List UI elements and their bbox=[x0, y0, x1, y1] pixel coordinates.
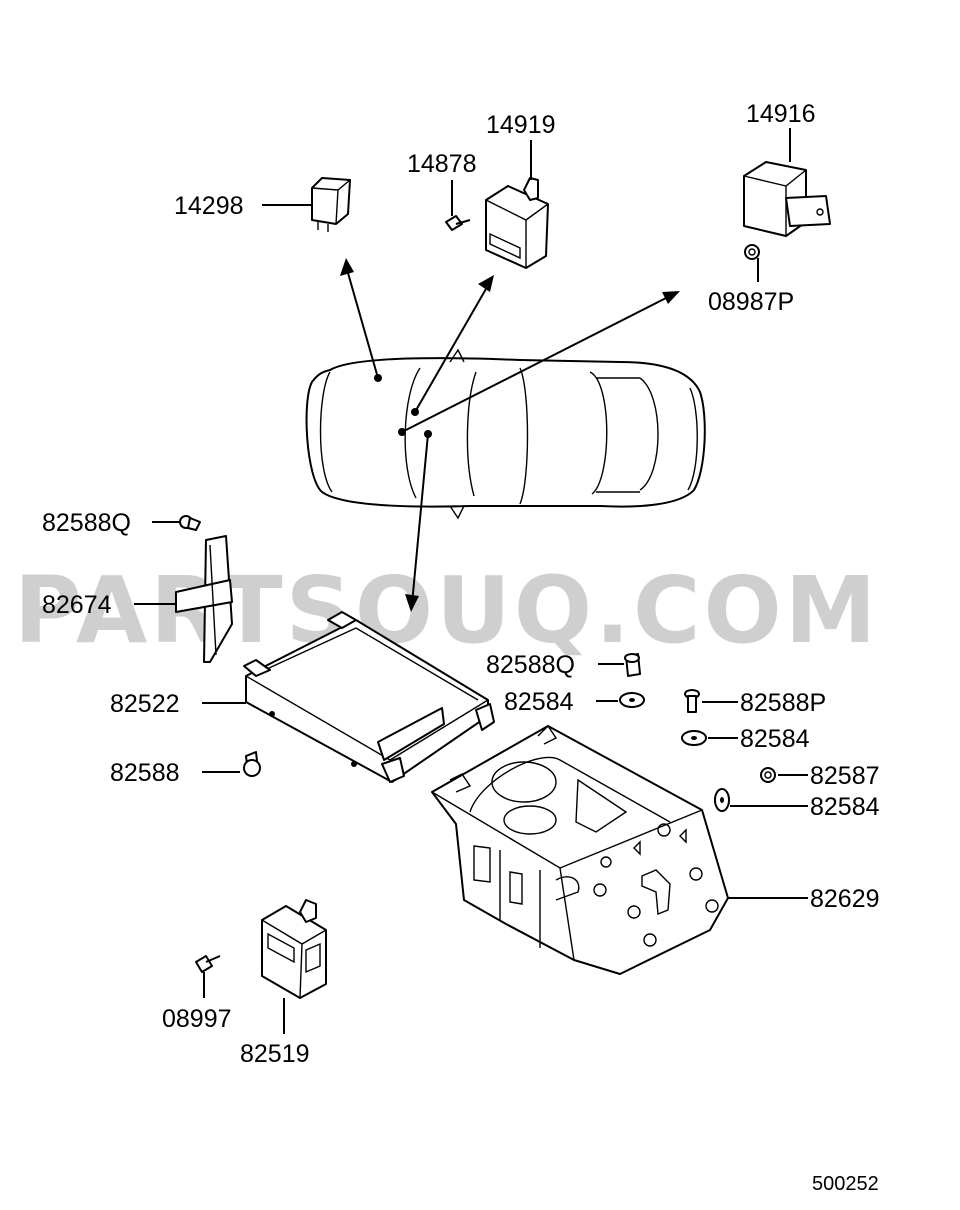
watermark: PARTSOUQ.COM bbox=[14, 557, 879, 664]
part-label-82522: 82522 bbox=[110, 690, 180, 718]
nut-08987P bbox=[744, 244, 760, 260]
part-label-08987P: 08987P bbox=[708, 288, 794, 316]
part-label-82519: 82519 bbox=[240, 1040, 310, 1068]
part-label-82588: 82588 bbox=[110, 759, 180, 787]
washer-82584-b bbox=[681, 730, 707, 746]
bolt-82588 bbox=[243, 751, 261, 777]
bracket-82674 bbox=[175, 535, 233, 663]
part-label-82584-a: 82584 bbox=[504, 688, 574, 716]
part-label-82584-b: 82584 bbox=[740, 725, 810, 753]
part-label-82584-c: 82584 bbox=[810, 793, 880, 821]
module-14919 bbox=[485, 177, 549, 269]
part-label-14878: 14878 bbox=[407, 150, 477, 178]
part-label-82587: 82587 bbox=[810, 762, 880, 790]
washer-82584-a bbox=[619, 692, 645, 708]
washer-82584-c bbox=[714, 788, 730, 812]
bolt-82588P bbox=[684, 689, 700, 713]
part-label-82588P: 82588P bbox=[740, 689, 826, 717]
pointer-arrows bbox=[340, 258, 680, 612]
module-82519 bbox=[261, 899, 327, 999]
screw-14878 bbox=[445, 215, 471, 231]
nut-82587 bbox=[760, 767, 776, 783]
part-label-14298: 14298 bbox=[174, 192, 244, 220]
part-label-08997: 08997 bbox=[162, 1005, 232, 1033]
bolt-82588Q-right bbox=[624, 653, 641, 677]
part-label-14919: 14919 bbox=[486, 111, 556, 139]
part-label-82588Q-right: 82588Q bbox=[486, 651, 575, 679]
part-label-82588Q-left: 82588Q bbox=[42, 509, 131, 537]
bracket-82629 bbox=[431, 724, 729, 975]
relay-14298 bbox=[311, 177, 351, 232]
control-unit-82522 bbox=[243, 611, 495, 783]
relay-14916 bbox=[743, 161, 831, 237]
part-label-82674: 82674 bbox=[42, 591, 112, 619]
part-label-14916: 14916 bbox=[746, 100, 816, 128]
diagram-code: 500252 bbox=[812, 1173, 879, 1195]
screw-08997 bbox=[195, 955, 221, 973]
car-illustration bbox=[305, 348, 706, 520]
bolt-82588Q-left bbox=[179, 515, 201, 531]
part-label-82629: 82629 bbox=[810, 885, 880, 913]
